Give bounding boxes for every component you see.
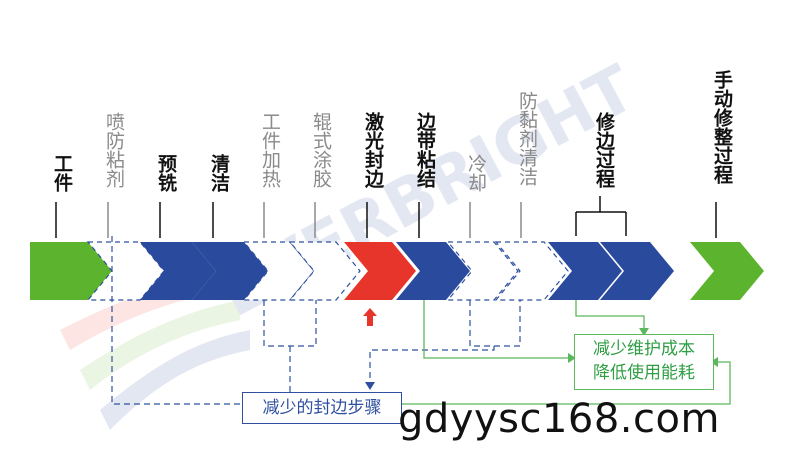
process-arrow-2 — [140, 242, 216, 300]
connector-arrowhead-green-1 — [568, 353, 576, 363]
connector-arrowhead-blue — [365, 382, 375, 390]
watermark-logo: EVERBRIGHT — [60, 52, 647, 430]
process-arrow-6 — [344, 242, 416, 300]
website-url: gdyysc168.com — [398, 396, 720, 442]
cost-connectors — [400, 300, 731, 405]
step-label-8: 冷却 — [465, 154, 487, 192]
cost-reduction-line-1: 减少维护成本 — [593, 339, 695, 359]
step-label-10: 修边过程 — [593, 112, 615, 188]
step-label-7: 边带粘结 — [414, 112, 436, 188]
reduced-steps-text: 减少的封边步骤 — [262, 398, 382, 418]
watermark-swoosh-green — [80, 300, 240, 390]
step-label-1: 喷防粘剂 — [103, 112, 125, 188]
step-label-5: 辊式涂胶 — [310, 112, 332, 188]
trimming-bracket — [575, 196, 627, 236]
watermark-swoosh-blue — [100, 330, 250, 430]
label-leader-lines — [55, 202, 717, 238]
process-arrow-0 — [30, 242, 112, 300]
step-label-0: 工件 — [51, 154, 73, 192]
process-arrow-3 — [192, 242, 268, 300]
connector-arrowhead-green-3 — [710, 357, 718, 367]
step-label-6: 激光封边 — [362, 112, 384, 188]
process-arrow-12 — [690, 242, 764, 300]
cost-reduction-line-2: 降低使用能耗 — [593, 363, 695, 383]
step-label-3: 清洁 — [208, 154, 230, 192]
reduced-steps-box: 减少的封边步骤 — [242, 392, 402, 424]
process-arrow-5 — [288, 241, 361, 301]
process-arrow-9 — [494, 241, 569, 301]
process-arrow-7 — [396, 242, 470, 300]
step-label-4: 工件加热 — [259, 112, 281, 188]
step-label-11: 手动修整过程 — [711, 70, 733, 184]
process-arrows — [30, 241, 764, 301]
cost-reduction-box: 减少维护成本 降低使用能耗 — [574, 334, 714, 390]
process-arrow-10 — [548, 242, 622, 300]
step-label-9: 防黏剂清洁 — [516, 91, 538, 186]
connector-arrowhead-green-2 — [639, 328, 649, 336]
reduced-steps-connectors — [111, 236, 521, 405]
step-label-2: 预铣 — [155, 154, 177, 192]
laser-indicator-arrow — [363, 308, 377, 326]
process-arrow-11 — [600, 242, 674, 300]
process-arrow-8 — [446, 241, 519, 301]
